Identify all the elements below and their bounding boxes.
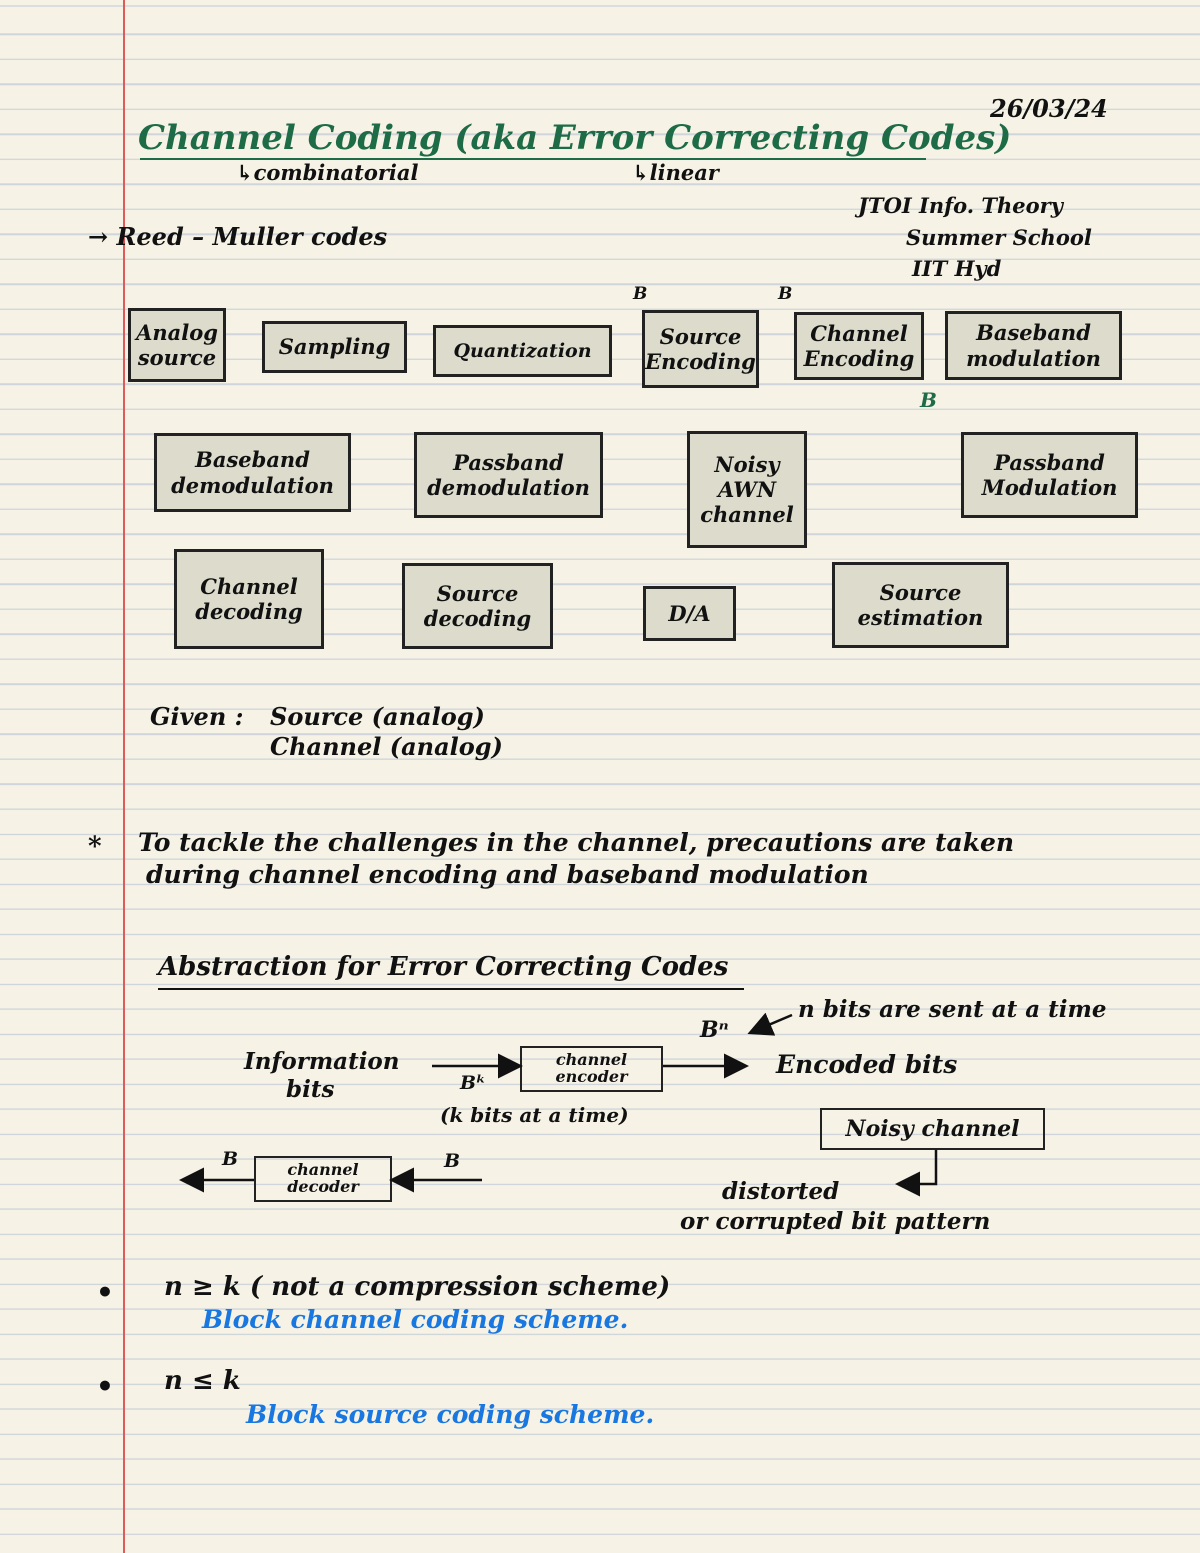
distorted-line-2: or corrupted bit pattern [680,1208,991,1235]
block-mark-3: B [920,388,937,412]
channel-decoder-box: channel decoder [254,1156,392,1202]
block-source-estimation: Source estimation [832,562,1009,648]
block-channel-encoding: Channel Encoding [794,312,924,380]
note-line-2: during channel encoding and baseband mod… [146,860,869,889]
school-line-1: JTOI Info. Theory [858,193,1063,218]
note-bullet: * [88,832,102,862]
block-quantization: Quantization [433,325,612,377]
b-out-label: B [222,1148,239,1170]
k-bits-note: (k bits at a time) [440,1103,629,1127]
given-channel: Channel (analog) [270,732,503,761]
school-line-3: IIT Hyd [912,256,1002,281]
block-passband-demodulation: Passband demodulation [414,432,603,518]
given-source: Source (analog) [270,702,485,731]
block-source-decoding: Source decoding [402,563,553,649]
block-baseband-modulation: Baseband modulation [945,311,1122,380]
block-source-encoding: Source Encoding [642,310,759,388]
block-baseband-demodulation: Baseband demodulation [154,433,351,512]
info-bits-line-2: bits [286,1076,335,1103]
block-mark-2: B [778,284,793,304]
encoded-bits: Encoded bits [776,1050,958,1079]
abstraction-heading: Abstraction for Error Correcting Codes [158,952,729,982]
n-bits-note: n bits are sent at a time [798,996,1107,1023]
branch-linear: ↳linear [632,160,719,185]
bullet-2-marker: • [96,1370,114,1403]
arrow-n-bits-note [747,1012,793,1036]
b-in-label: B [444,1150,461,1172]
block-channel-decoding: Channel decoding [174,549,324,649]
block-d-a: D/A [643,586,736,641]
block-analog-source: Analog source [128,308,226,382]
bk-label: Bᵏ [460,1072,487,1094]
block-mark-1: B [633,284,648,304]
block-noisy-awgn-channel: Noisy AWN channel [687,431,807,548]
bn-label: Bⁿ [700,1017,729,1043]
topic-reed-muller: → Reed – Muller codes [88,222,388,251]
block-passband-modulation: Passband Modulation [961,432,1138,518]
margin-line [123,0,125,1553]
arrow-noisy-to-distorted [895,1150,938,1197]
title-underline [140,158,926,160]
branch-combinatorial: ↳combinatorial [236,160,419,185]
bullet-2-description: Block source coding scheme. [246,1400,655,1429]
distorted-line-1: distorted [722,1178,840,1205]
noisy-channel-box: Noisy channel [820,1108,1045,1150]
bullet-1-condition: n ≥ k ( not a compression scheme) [164,1272,671,1302]
info-bits-line-1: Information [244,1048,400,1075]
abstraction-underline [158,988,744,990]
given-label: Given : [150,702,244,731]
block-sampling: Sampling [262,321,407,373]
school-line-2: Summer School [906,225,1092,250]
date: 26/03/24 [990,94,1108,123]
bullet-1-marker: • [96,1276,114,1309]
bullet-2-condition: n ≤ k [164,1366,241,1396]
bullet-1-description: Block channel coding scheme. [202,1305,629,1334]
page-title: Channel Coding (aka Error Correcting Cod… [138,118,1012,158]
note-line-1: To tackle the challenges in the channel,… [138,828,1015,857]
